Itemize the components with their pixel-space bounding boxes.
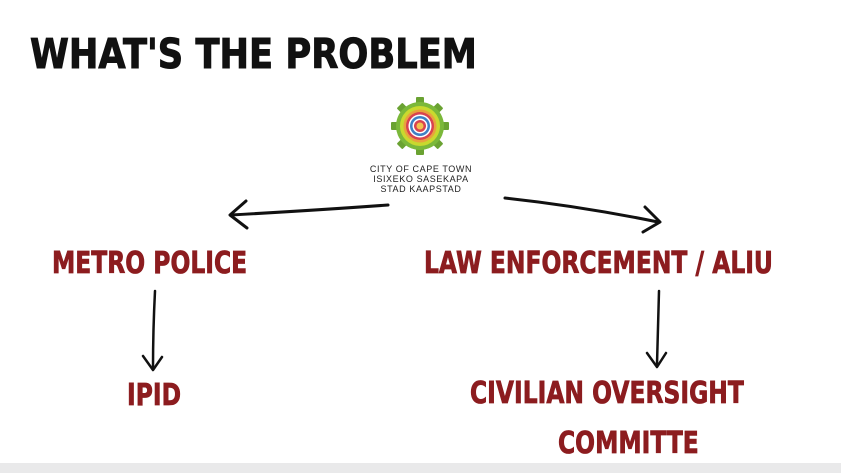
arrowhead-law-enforcement [641, 205, 662, 234]
arrowhead-ipid [141, 354, 164, 372]
arrowhead-metro-police [228, 199, 249, 230]
node-law-enforcement: LAW ENFORCEMENT / ALIU [424, 246, 774, 282]
arrow-to-law-enforcement [503, 196, 660, 224]
arrowhead-civilian-oversight [645, 351, 668, 369]
slide-title: WHAT'S THE PROBLEM [30, 30, 478, 79]
logo-line: CITY OF CAPE TOWN [369, 164, 473, 174]
node-civilian-oversight-line1: CIVILIAN OVERSIGHT [470, 376, 744, 412]
city-emblem-icon [391, 97, 449, 155]
node-ipid: IPID [127, 378, 182, 414]
city-logo-text: CITY OF CAPE TOWN ISIXEKO SASEKAPA STAD … [352, 164, 490, 194]
arrow-to-civilian-oversight [655, 289, 661, 366]
logo-line: ISIXEKO SASEKAPA [373, 174, 469, 184]
node-civilian-oversight-line2: COMMITTE [558, 426, 699, 462]
arrow-to-ipid [151, 289, 157, 370]
bottom-strip [0, 463, 841, 473]
logo-line: STAD KAAPSTAD [380, 184, 462, 194]
node-metro-police: METRO POLICE [52, 246, 248, 282]
arrow-to-metro-police [229, 203, 390, 217]
